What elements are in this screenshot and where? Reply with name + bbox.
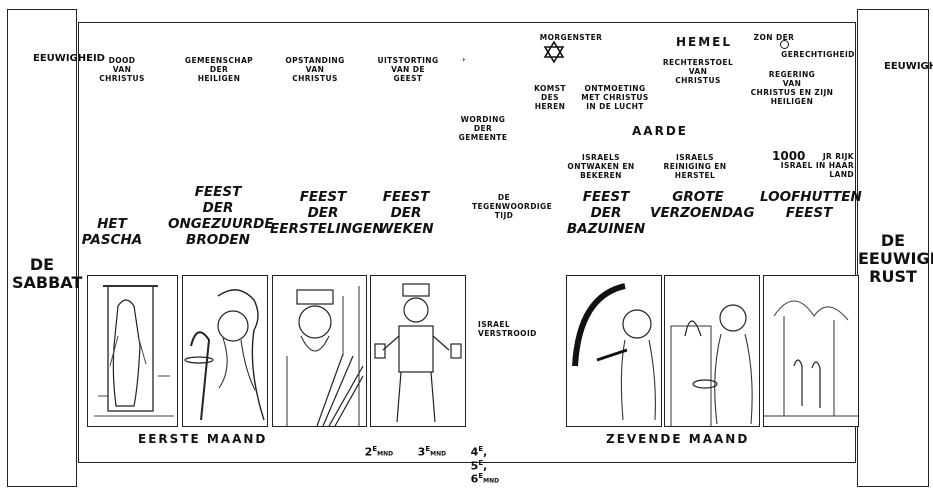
sixth-month-number: 6 <box>470 472 479 486</box>
second-month-unit: MND <box>377 450 394 458</box>
fifth-month-sup: E <box>478 458 484 467</box>
feast-tabernacles: LOOFHUTTEN FEEST <box>760 189 862 221</box>
morning-star-label: MORGENSTER <box>539 33 603 42</box>
second-month-number: 2 <box>364 445 373 459</box>
feast-trumpets: FEEST DER BAZUINEN <box>566 189 646 237</box>
right-eternity-column: EEUWIGHEID DE EEUWIGE RUST <box>857 9 933 487</box>
third-month-label: 3EMND <box>410 432 446 459</box>
israel-cleansing-label: ISRAELS REINIGING EN HERSTEL <box>663 153 727 180</box>
fifth-month-number: 5 <box>470 459 479 473</box>
feast-unleavened-bread: FEEST DER ONGEZUURDE BRODEN <box>168 184 274 248</box>
right-rest-label: DE EEUWIGE RUST <box>858 231 933 286</box>
israel-awakening-label: ISRAELS ONTWAKEN EN BEKEREN <box>567 153 635 180</box>
earth-label: AARDE <box>632 124 688 138</box>
heaven-label: HEMEL <box>676 35 733 49</box>
righteousness-label: GERECHTIGHEID <box>781 50 855 59</box>
sixth-month-sup: E <box>478 472 484 481</box>
reign-of-christ-label: REGERING VAN CHRISTUS EN ZIJN HEILIGEN <box>750 70 834 106</box>
israel-scattered-label: ISRAEL VERSTROOID <box>478 320 537 338</box>
church-forming-label: WORDING DER GEMEENTE <box>458 115 508 142</box>
right-eternity-label: EEUWIGHEID <box>884 61 933 72</box>
second-month-label: 2EMND <box>357 432 393 459</box>
panel-firstfruits-illustration <box>272 275 367 427</box>
death-of-christ-label: DOOD VAN CHRISTUS <box>99 56 145 83</box>
star-icon <box>542 40 566 68</box>
panel-trumpets-illustration <box>566 275 662 427</box>
months-unit: MND <box>483 477 500 485</box>
arrow-icon: › <box>462 55 466 64</box>
meeting-in-air-label: ONTMOETING MET CHRISTUS IN DE LUCHT <box>581 84 649 111</box>
second-month-sup: E <box>372 445 378 453</box>
left-eternity-label: EEUWIGHEID <box>33 53 105 64</box>
feast-firstfruits: FEEST DER EERSTELINGEN <box>270 189 384 237</box>
sun-icon <box>780 40 789 49</box>
coming-of-lord-label: KOMST DES HEREN <box>534 84 566 111</box>
feast-day-of-atonement: GROTE VERZOENDAG <box>650 189 755 221</box>
panel-tabernacles-illustration <box>763 275 859 427</box>
fourth-month-number: 4 <box>470 445 479 459</box>
first-month-label: EERSTE MAAND <box>138 432 268 446</box>
seventh-month-label: ZEVENDE MAAND <box>606 432 750 446</box>
main-timeline-frame <box>78 22 856 463</box>
months-4-5-6-label: 4E, 5E, 6EMND <box>470 445 500 486</box>
panel-unleavened-illustration <box>182 275 268 427</box>
judgment-seat-label: RECHTERSTOEL VAN CHRISTUS <box>662 58 734 85</box>
left-eternity-column: EEUWIGHEID DE SABBAT <box>7 9 105 487</box>
outpouring-spirit-label: UITSTORTING VAN DE GEEST <box>377 56 439 83</box>
feast-passover: HET PASCHA <box>81 216 143 248</box>
millennium-label: JR RIJK ISRAEL IN HAAR LAND <box>780 152 854 179</box>
third-month-number: 3 <box>417 445 426 459</box>
fourth-month-sup: E <box>478 445 484 453</box>
third-month-unit: MND <box>430 450 447 458</box>
sun-label: ZON DER <box>753 33 795 42</box>
panel-passover-illustration <box>87 275 178 427</box>
left-sabbath-label: DE SABBAT <box>12 255 83 292</box>
third-month-sup: E <box>425 445 431 453</box>
resurrection-label: OPSTANDING VAN CHRISTUS <box>285 56 345 83</box>
present-time-label: DE TEGENWOORDIGE TIJD <box>472 193 553 220</box>
panel-atonement-illustration <box>664 275 760 427</box>
feast-weeks: FEEST DER WEKEN <box>378 189 434 237</box>
millennium-number: 1000 <box>772 149 806 163</box>
panel-weeks-illustration <box>370 275 466 427</box>
fellowship-saints-label: GEMEENSCHAP DER HEILIGEN <box>184 56 254 83</box>
